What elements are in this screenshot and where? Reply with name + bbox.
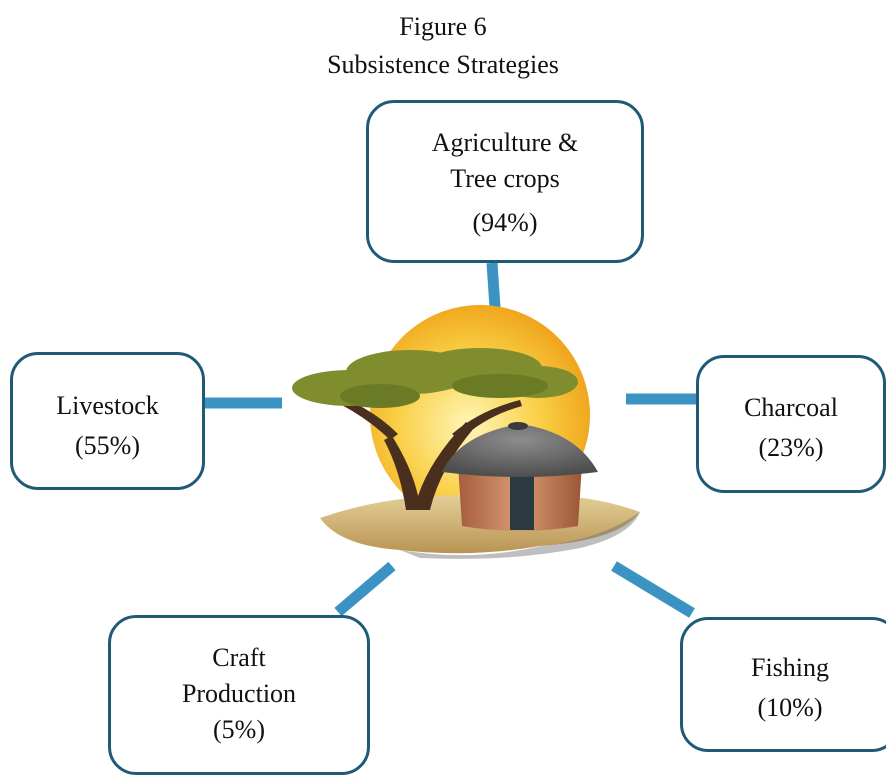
strategy-label-line: Livestock bbox=[56, 391, 159, 420]
figure-number: Figure 6 bbox=[399, 12, 487, 41]
strategy-percent: (23%) bbox=[758, 433, 824, 462]
strategy-box-charcoal: Charcoal (23%) bbox=[696, 355, 886, 493]
hut-roof-shape bbox=[442, 424, 598, 477]
strategy-label-line: Charcoal bbox=[744, 393, 838, 422]
strategy-label-line: Agriculture & bbox=[431, 128, 579, 157]
connector-fishing bbox=[611, 561, 695, 618]
strategy-box-livestock: Livestock (55%) bbox=[10, 352, 205, 490]
strategy-label-line: Craft bbox=[212, 643, 266, 672]
village-hut-and-acacia-tree-illustration bbox=[292, 305, 640, 559]
figure-title: Subsistence Strategies bbox=[327, 50, 559, 79]
tree-trunk-shape bbox=[384, 422, 474, 510]
strategy-label-line: Production bbox=[181, 679, 297, 708]
strategy-percent: (5%) bbox=[213, 715, 265, 744]
tree-foliage-shape bbox=[292, 348, 578, 408]
strategy-label-line: Tree crops bbox=[450, 164, 560, 193]
strategy-box-fishing: Fishing (10%) bbox=[680, 617, 886, 752]
hut-door-shape bbox=[510, 470, 534, 530]
connector-craft bbox=[334, 561, 396, 617]
strategy-percent: (10%) bbox=[757, 693, 823, 722]
strategy-percent: (94%) bbox=[472, 208, 538, 237]
strategy-box-craft: Craft Production (5%) bbox=[108, 615, 370, 775]
strategy-percent: (55%) bbox=[75, 431, 140, 460]
strategy-label-line: Fishing bbox=[750, 653, 830, 682]
strategy-box-agriculture: Agriculture & Tree crops (94%) bbox=[366, 100, 644, 263]
